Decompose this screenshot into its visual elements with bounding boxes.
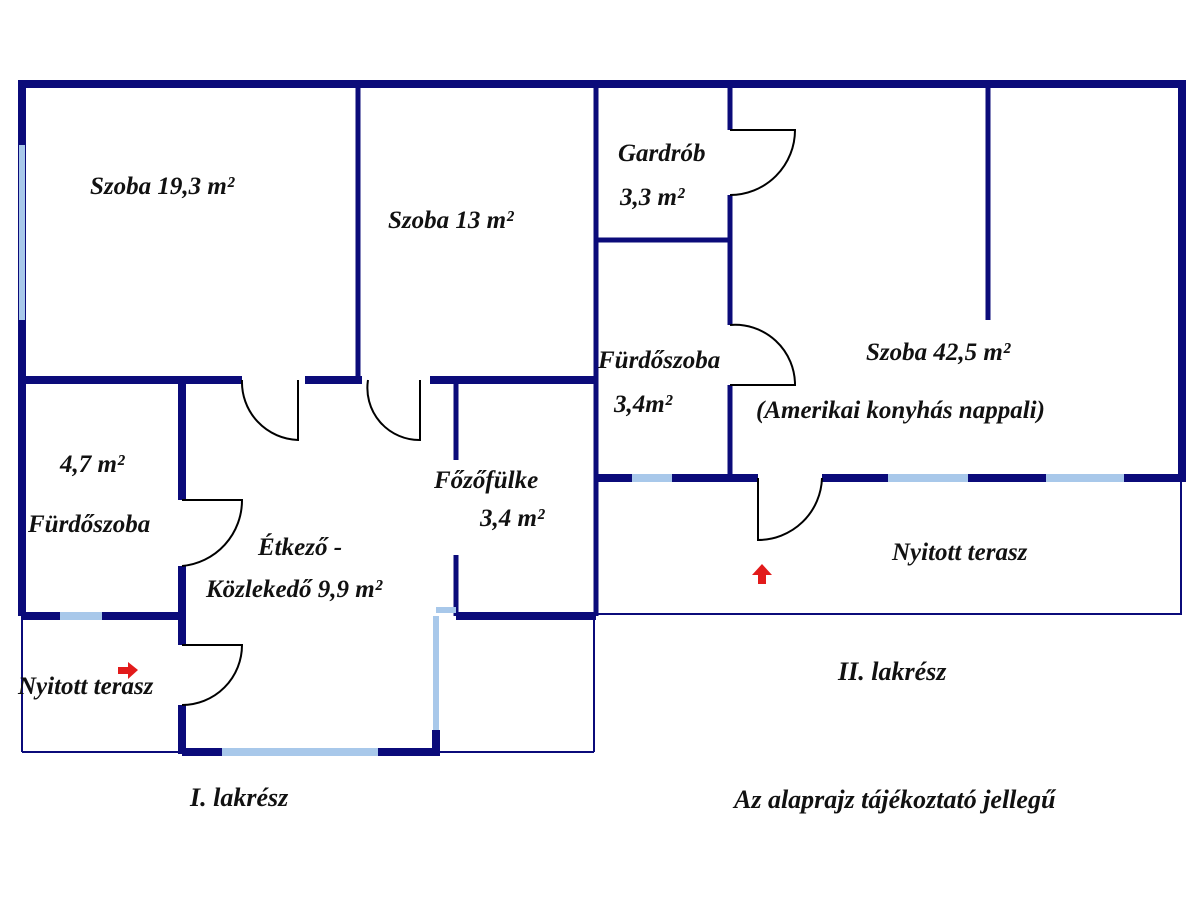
room-gardrob-name: Gardrób [618, 140, 706, 167]
room-szoba-42-subtitle: (Amerikai konyhás nappali) [756, 397, 1045, 424]
room-furdo1-area: 4,7 m² [59, 451, 125, 478]
room-furdo2-name: Fürdőszoba [597, 347, 720, 374]
room-fozo-area: 3,4 m² [479, 505, 545, 532]
room-terasz-2: Nyitott terasz [891, 539, 1028, 566]
arrow-up-icon [752, 564, 772, 584]
room-etkezo-line1: Étkező - [257, 533, 342, 561]
room-szoba-13: Szoba 13 m² [388, 207, 514, 234]
room-szoba-19: Szoba 19,3 m² [90, 173, 235, 200]
room-furdo1-name: Fürdőszoba [27, 511, 150, 538]
disclaimer: Az alaprajz tájékoztató jellegű [732, 785, 1057, 814]
room-gardrob-area: 3,3 m² [619, 184, 685, 211]
room-terasz-1: Nyitott terasz [17, 673, 154, 700]
doors [181, 129, 823, 706]
walls [18, 80, 1186, 756]
arrow-right-icon [118, 662, 138, 679]
room-fozo-name: Főzőfülke [433, 467, 538, 494]
section-unit-1: I. lakrész [189, 783, 289, 812]
section-unit-2: II. lakrész [837, 657, 947, 686]
room-szoba-42: Szoba 42,5 m² [866, 339, 1011, 366]
room-furdo2-area: 3,4m² [613, 391, 673, 418]
room-etkezo-line2: Közlekedő 9,9 m² [205, 576, 383, 603]
